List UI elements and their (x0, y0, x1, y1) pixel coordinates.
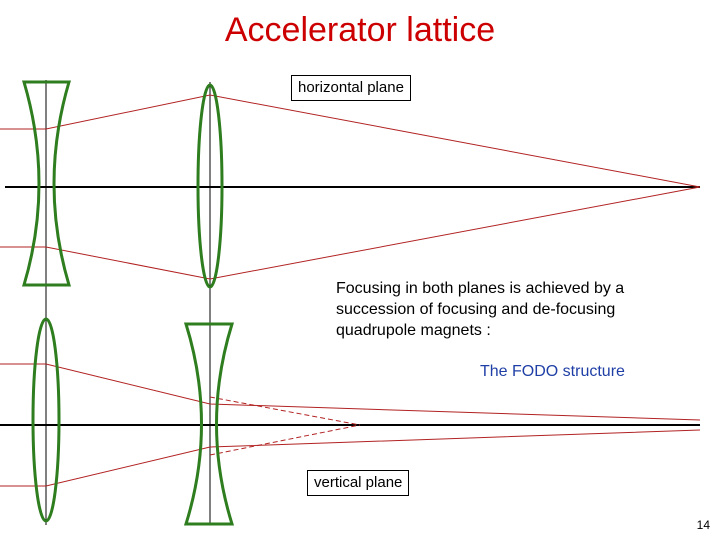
fodo-structure-label: The FODO structure (480, 363, 625, 380)
ray-lower-horizontal (0, 186, 701, 280)
ray-virtual-dashed (209, 396, 361, 426)
defocusing-lens-vertical (183, 322, 235, 526)
horizontal-plane-label: horizontal plane (291, 75, 411, 101)
ray-upper-vertical (0, 363, 701, 421)
ray-lower-vertical (0, 429, 701, 487)
focusing-lens-horizontal (196, 83, 224, 289)
page-number: 14 (696, 518, 710, 532)
ray-virtual-dashed (209, 424, 361, 456)
vertical-plane-label: vertical plane (307, 470, 410, 496)
slide-title: Accelerator lattice (224, 11, 496, 49)
defocusing-lens-horizontal (21, 80, 72, 287)
ray-upper-horizontal (0, 94, 701, 188)
description-text: Focusing in both planes is achieved by a… (336, 280, 625, 339)
focusing-lens-vertical (31, 317, 61, 523)
